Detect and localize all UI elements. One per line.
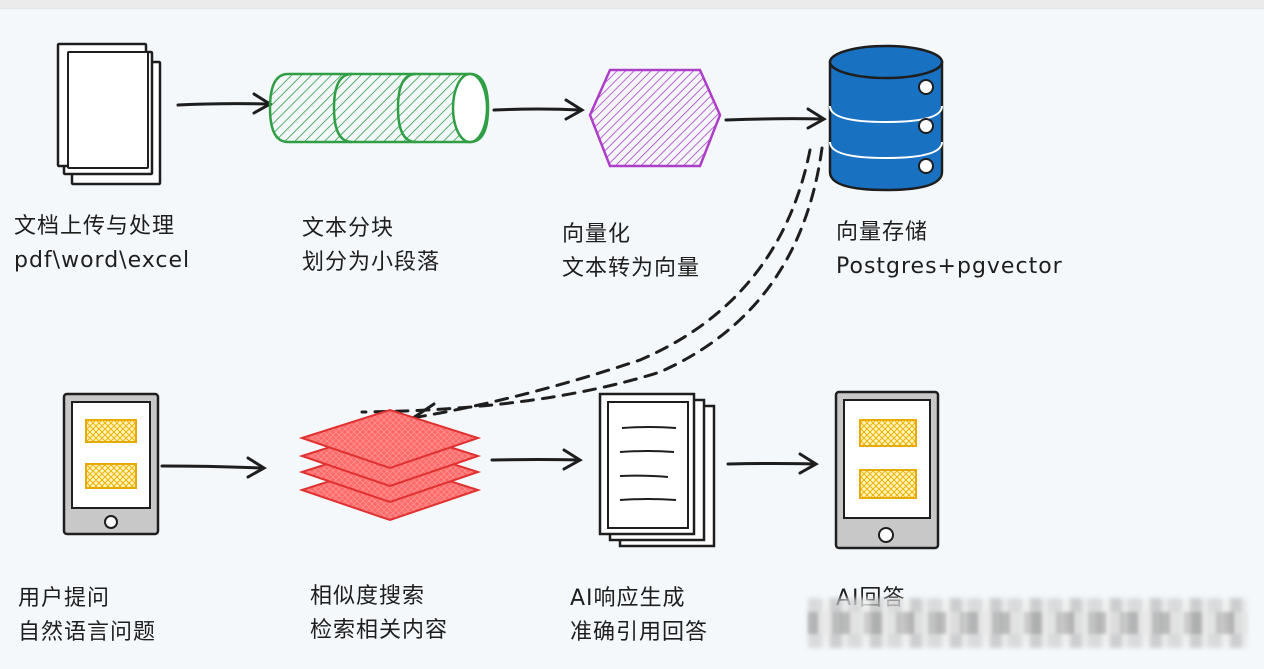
step-subtitle: pdf\word\excel <box>14 248 191 273</box>
step-label-vector-store: 向量存储 Postgres+pgvector <box>836 216 1063 284</box>
step-subtitle: Postgres+pgvector <box>836 254 1063 279</box>
step-subtitle: 检索相关内容 <box>310 618 449 643</box>
arrow-1 <box>176 92 273 115</box>
step-subtitle: 划分为小段落 <box>302 250 441 275</box>
step-subtitle: 自然语言问题 <box>18 620 157 645</box>
step-title: 用户提问 <box>18 586 111 611</box>
document-stack-icon <box>56 42 162 186</box>
arrow-3 <box>724 107 827 130</box>
phone-icon <box>834 390 940 550</box>
step-label-vectorize: 向量化 文本转为向量 <box>562 218 700 286</box>
step-title: 向量化 <box>562 222 632 247</box>
step-title: 向量存储 <box>836 220 929 245</box>
hexagon-icon <box>588 68 722 168</box>
arrow-2 <box>492 98 585 121</box>
arrow-6 <box>490 448 583 471</box>
arrow-7 <box>726 452 819 475</box>
retrieval-dashed-arrow <box>360 146 824 420</box>
step-label-document-upload: 文档上传与处理 pdf\word\excel <box>14 210 190 278</box>
step-title: 相似度搜索 <box>310 584 426 609</box>
step-label-chunking: 文本分块 划分为小段落 <box>302 212 440 280</box>
step-subtitle: 文本转为向量 <box>562 256 701 281</box>
watermark-blur-text <box>808 612 1248 634</box>
step-title: 文本分块 <box>302 216 395 241</box>
database-icon <box>828 44 944 192</box>
step-subtitle: 准确引用回答 <box>570 620 709 645</box>
cylinder-chunks-icon <box>268 72 490 144</box>
phone-icon <box>62 392 160 536</box>
top-bar <box>0 0 1264 9</box>
response-docs-icon <box>598 392 716 548</box>
arrow-5 <box>160 456 267 479</box>
step-label-similarity-search: 相似度搜索 检索相关内容 <box>310 580 448 648</box>
step-title: 文档上传与处理 <box>14 214 176 239</box>
step-title: AI响应生成 <box>570 586 686 611</box>
step-label-ai-generation: AI响应生成 准确引用回答 <box>570 582 708 650</box>
layers-icon <box>298 408 482 522</box>
step-label-user-question: 用户提问 自然语言问题 <box>18 582 156 650</box>
